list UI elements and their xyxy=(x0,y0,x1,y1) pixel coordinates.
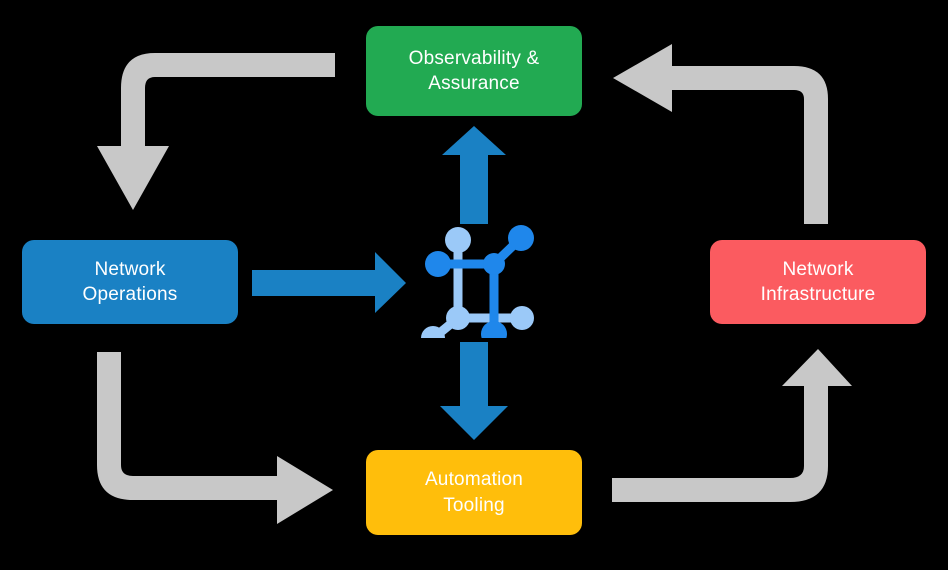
node-automation-tooling[interactable]: Automation Tooling xyxy=(366,450,582,535)
node-observability-assurance[interactable]: Observability & Assurance xyxy=(366,26,582,116)
arrow-operations-to-automation xyxy=(97,352,333,524)
node-network-operations[interactable]: Network Operations xyxy=(22,240,238,324)
network-topology-icon xyxy=(421,225,534,338)
arrow-automation-to-infrastructure xyxy=(612,349,852,502)
arrow-center-to-observability xyxy=(442,126,506,224)
arrow-observability-to-operations xyxy=(97,53,335,210)
arrow-operations-to-center xyxy=(252,252,406,313)
arrow-center-to-automation xyxy=(440,342,508,440)
topology-light-nodes xyxy=(421,227,534,338)
topology-dark-nodes xyxy=(425,225,534,338)
arrow-infrastructure-to-observability xyxy=(613,44,828,224)
node-network-infrastructure[interactable]: Network Infrastructure xyxy=(710,240,926,324)
